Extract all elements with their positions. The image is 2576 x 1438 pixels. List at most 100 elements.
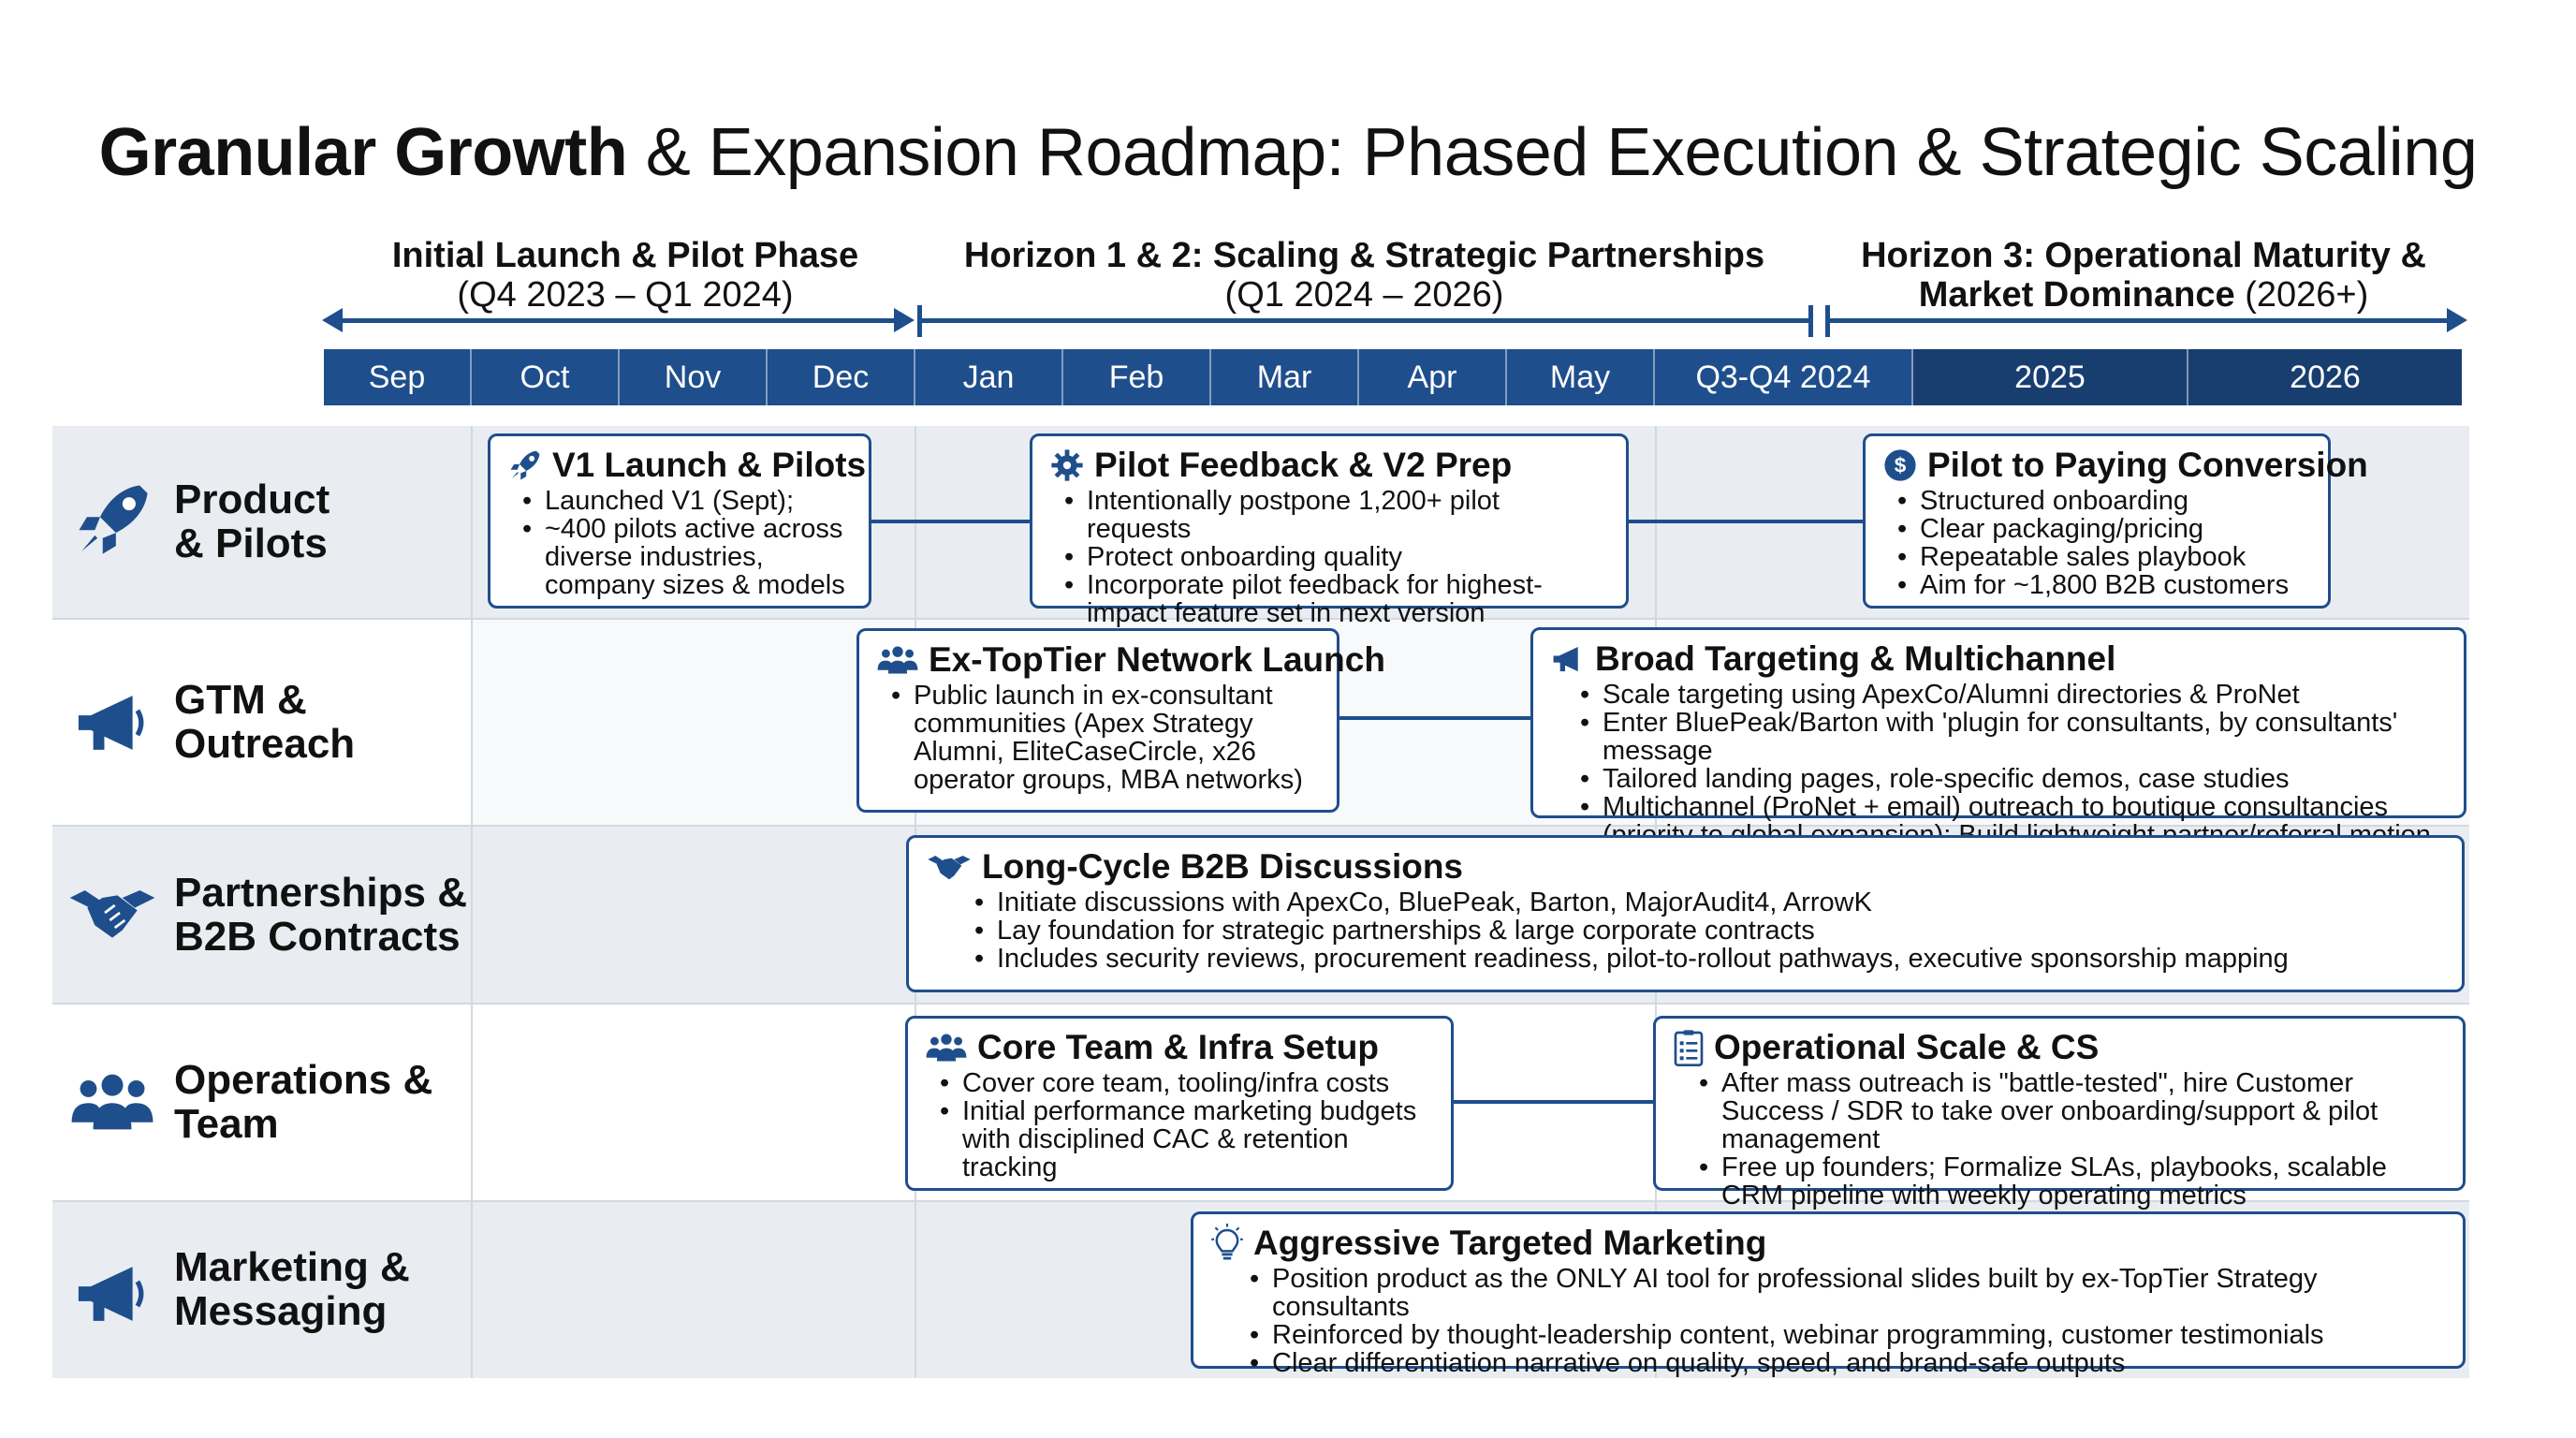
- month-2026: 2026: [2188, 349, 2462, 405]
- phase-name-line1: Horizon 3: Operational Maturity &: [1861, 236, 2426, 275]
- card-aggressive-marketing: Aggressive Targeted Marketing Position p…: [1191, 1211, 2466, 1377]
- row-separator: [52, 825, 2469, 827]
- card-bullets: Structured onboarding Clear packaging/pr…: [1882, 487, 2311, 599]
- month-apr: Apr: [1359, 349, 1507, 405]
- card-title-text: V1 Launch & Pilots: [552, 446, 867, 484]
- card-bullets: After mass outreach is "battle-tested", …: [1673, 1069, 2446, 1210]
- dollar-icon: $: [1884, 449, 1916, 481]
- svg-text:$: $: [1895, 454, 1907, 477]
- row-label-line1: Operations &: [174, 1057, 433, 1103]
- card-bullets: Position product as the ONLY AI tool for…: [1210, 1265, 2446, 1377]
- card-pilot-to-paying: $ Pilot to Paying Conversion Structured …: [1863, 433, 2368, 609]
- card-long-cycle: Long-Cycle B2B Discussions Initiate disc…: [906, 835, 2465, 992]
- month-2025: 2025: [1913, 349, 2188, 405]
- checklist-icon: [1674, 1030, 1704, 1066]
- month-sep: Sep: [324, 349, 472, 405]
- phase-horizon-3: Horizon 3: Operational Maturity & Market…: [1807, 236, 2481, 315]
- bullet: Public launch in ex-consultant communiti…: [891, 682, 1320, 794]
- card-title: Core Team & Infra Setup: [925, 1028, 1434, 1067]
- rocket-icon: [71, 477, 155, 566]
- bullet: Position product as the ONLY AI tool for…: [1250, 1265, 2446, 1321]
- phase-initial-launch: Initial Launch & Pilot Phase (Q4 2023 – …: [326, 236, 925, 315]
- bullet: Intentionally postpone 1,200+ pilot requ…: [1064, 487, 1609, 543]
- timeline-phase2-line: [919, 318, 1810, 323]
- card-title-text: Pilot Feedback & V2 Prep: [1094, 446, 1513, 484]
- title-bold: Granular Growth: [98, 115, 628, 190]
- card-title: Operational Scale & CS: [1673, 1028, 2446, 1067]
- month-dec: Dec: [768, 349, 915, 405]
- phase-range: (Q4 2023 – Q1 2024): [457, 275, 794, 315]
- card-bullets: Cover core team, tooling/infra costs Ini…: [925, 1069, 1434, 1181]
- timeline-arrow-phase1-end: [894, 308, 915, 332]
- handshake-icon: [67, 875, 157, 955]
- card-title-text: Pilot to Paying Conversion: [1927, 446, 2368, 484]
- row-label-gtm: GTM &Outreach: [174, 678, 355, 766]
- bullet: ~400 pilots active across diverse indust…: [522, 515, 852, 599]
- bullet: Scale targeting using ApexCo/Alumni dire…: [1580, 681, 2447, 709]
- month-oct: Oct: [472, 349, 620, 405]
- phase-range: (Q1 2024 – 2026): [1224, 275, 1504, 315]
- bullet: Reinforced by thought-leadership content…: [1250, 1321, 2446, 1349]
- handshake-icon: [928, 856, 971, 880]
- row-label-line2: Team: [174, 1101, 279, 1147]
- bullet: Free up founders; Formalize SLAs, playbo…: [1699, 1153, 2446, 1210]
- row-separator: [52, 1003, 2469, 1005]
- card-bullets: Scale targeting using ApexCo/Alumni dire…: [1550, 681, 2447, 849]
- phase-range: (2026+): [2245, 275, 2369, 315]
- card-ops-scale: Operational Scale & CS After mass outrea…: [1653, 1016, 2466, 1210]
- row-label-line1: GTM &: [174, 677, 307, 723]
- month-mar: Mar: [1211, 349, 1359, 405]
- card-title: Broad Targeting & Multichannel: [1550, 639, 2447, 679]
- phase-name-line2: Market Dominance: [1918, 275, 2235, 315]
- gear-icon: [1051, 449, 1083, 481]
- card-title: $ Pilot to Paying Conversion: [1882, 446, 2368, 485]
- row-label-operations: Operations &Team: [174, 1058, 432, 1146]
- team-icon: [69, 1069, 155, 1139]
- bullet: Enter BluePeak/Barton with 'plugin for c…: [1580, 709, 2447, 765]
- card-broad-targeting: Broad Targeting & Multichannel Scale tar…: [1530, 627, 2466, 849]
- card-bullets: Launched V1 (Sept); ~400 pilots active a…: [507, 487, 852, 599]
- people-icon: [877, 646, 918, 674]
- rocket-icon: [510, 450, 540, 480]
- card-bullets: Public launch in ex-consultant communiti…: [876, 682, 1320, 794]
- megaphone-icon: [71, 683, 150, 767]
- row-label-line1: Partnerships &: [174, 870, 467, 916]
- row-label-line2: Messaging: [174, 1288, 388, 1334]
- month-feb: Feb: [1063, 349, 1211, 405]
- month-q3-q4-2024: Q3-Q4 2024: [1655, 349, 1913, 405]
- card-pilot-feedback: Pilot Feedback & V2 Prep Intentionally p…: [1030, 433, 1629, 627]
- month-bar: Sep Oct Nov Dec Jan Feb Mar Apr May Q3-Q…: [324, 349, 2462, 405]
- timeline-tick-phase2-end: [1808, 305, 1813, 337]
- timeline-arrow-left: [322, 308, 343, 332]
- bullet: Lay foundation for strategic partnership…: [974, 917, 2445, 945]
- bullet: Initial performance marketing budgets wi…: [940, 1097, 1434, 1181]
- connector: [869, 520, 1032, 523]
- row-label-marketing: Marketing &Messaging: [174, 1245, 410, 1333]
- bullet: Cover core team, tooling/infra costs: [940, 1069, 1434, 1097]
- month-nov: Nov: [620, 349, 768, 405]
- row-label-line2: & Pilots: [174, 521, 328, 566]
- phase-name: Initial Launch & Pilot Phase: [391, 236, 859, 275]
- row-label-line2: Outreach: [174, 721, 356, 767]
- bullet: Launched V1 (Sept);: [522, 487, 852, 515]
- bullet: Clear packaging/pricing: [1897, 515, 2311, 543]
- bullet: Protect onboarding quality: [1064, 543, 1609, 571]
- phase-horizon-1-2: Horizon 1 & 2: Scaling & Strategic Partn…: [936, 236, 1793, 315]
- card-title-text: Aggressive Targeted Marketing: [1253, 1224, 1767, 1262]
- card-title: V1 Launch & Pilots: [507, 446, 866, 485]
- bullet: Incorporate pilot feedback for highest-i…: [1064, 571, 1609, 627]
- card-title-text: Core Team & Infra Setup: [977, 1028, 1380, 1066]
- card-core-team: Core Team & Infra Setup Cover core team,…: [905, 1016, 1454, 1191]
- people-icon: [926, 1034, 967, 1062]
- card-v1-launch: V1 Launch & Pilots Launched V1 (Sept); ~…: [488, 433, 871, 609]
- row-separator: [52, 1200, 2469, 1202]
- row-label-line1: Product: [174, 477, 330, 522]
- card-bullets: Intentionally postpone 1,200+ pilot requ…: [1049, 487, 1609, 627]
- bullet: Aim for ~1,800 B2B customers: [1897, 571, 2311, 599]
- timeline-phase3-line: [1827, 318, 2454, 323]
- card-network-launch: Ex-TopTier Network Launch Public launch …: [856, 628, 1385, 813]
- bullet: Includes security reviews, procurement r…: [974, 945, 2445, 973]
- row-label-line1: Marketing &: [174, 1244, 410, 1290]
- bullet: Tailored landing pages, role-specific de…: [1580, 765, 2447, 793]
- card-title: Pilot Feedback & V2 Prep: [1049, 446, 1609, 485]
